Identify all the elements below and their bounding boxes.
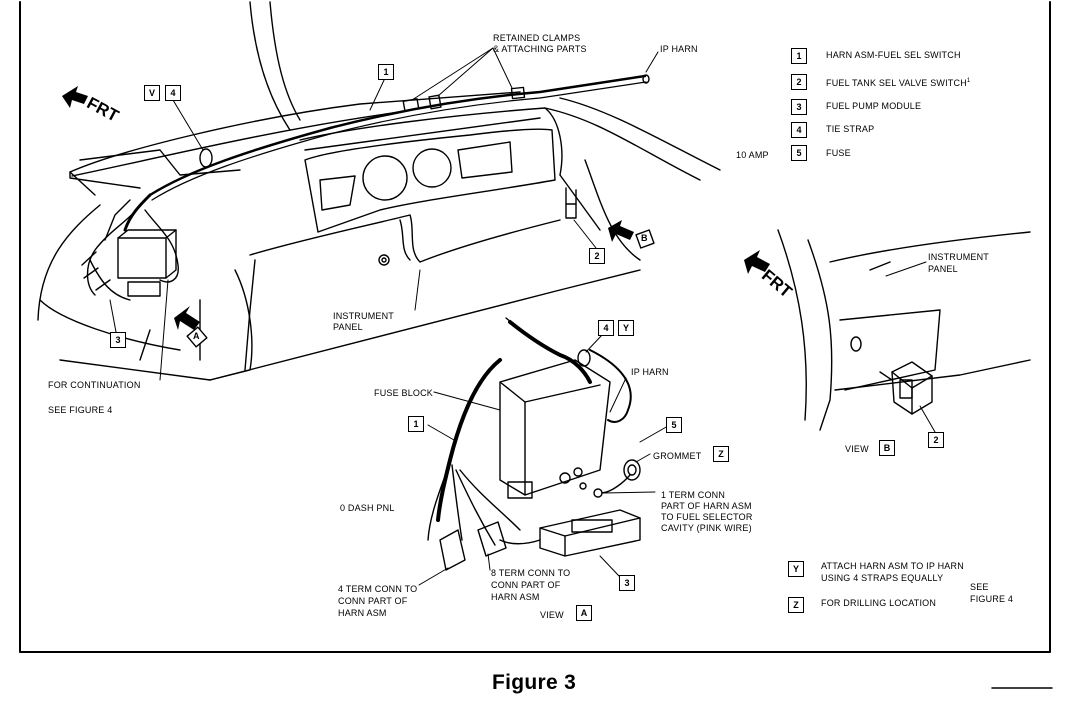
eight-term-conn-label-3: HARN ASM <box>491 592 540 602</box>
dash-pnl-label: 0 DASH PNL <box>340 503 395 513</box>
ip-harness <box>148 74 650 201</box>
one-term-conn-label-2: PART OF HARN ASM <box>661 501 752 511</box>
view-a-callout-z: Z <box>713 446 729 462</box>
one-term-conn-label-1: 1 TERM CONN <box>661 490 726 500</box>
legend-key-5: 5 <box>791 145 807 161</box>
legend-text-3: FUEL PUMP MODULE <box>826 101 922 111</box>
view-a-arrow <box>174 306 200 330</box>
view-a-key: A <box>576 605 592 621</box>
main-callout-2: 2 <box>589 248 605 264</box>
view-a-leaders <box>418 334 669 586</box>
view-b-instrument-panel-1: INSTRUMENT <box>928 252 989 262</box>
note-key-y: Y <box>788 561 804 577</box>
instrument-panel-label-main-2: PANEL <box>333 322 363 332</box>
grommet-label: GROMMET <box>653 451 702 461</box>
four-term-conn-label-3: HARN ASM <box>338 608 387 618</box>
one-term-conn-label-4: CAVITY (PINK WIRE) <box>661 523 752 533</box>
view-a-arrow-label: A <box>193 331 200 341</box>
see-figure-4-note-2: FIGURE 4 <box>970 594 1014 604</box>
dash-switch <box>565 187 577 219</box>
legend-text-2-sup: 1 <box>966 78 971 84</box>
main-callout-1: 1 <box>378 64 394 80</box>
view-a-title: VIEW <box>540 610 564 620</box>
legend-key-2: 2 <box>791 74 807 90</box>
main-callout-v: V <box>144 85 160 101</box>
main-leaders <box>109 47 659 381</box>
four-term-conn-label-2: CONN PART OF <box>338 596 408 606</box>
legend-key-1: 1 <box>791 48 807 64</box>
view-a-ip-harn-label: IP HARN <box>631 367 669 377</box>
view-a-callout-3: 3 <box>619 575 635 591</box>
note-key-z: Z <box>788 597 804 613</box>
view-b-title: VIEW <box>845 444 869 454</box>
legend-text-5: FUSE <box>826 148 851 158</box>
eight-term-conn-label-1: 8 TERM CONN TO <box>491 568 571 578</box>
eight-term-conn-label-2: CONN PART OF <box>491 580 561 590</box>
note-z-line-1: FOR DRILLING LOCATION <box>821 598 937 608</box>
ip-harn-label-main: IP HARN <box>660 44 698 54</box>
view-a-callout-4: 4 <box>598 320 614 336</box>
legend-key-4: 4 <box>791 122 807 138</box>
retained-clamps-label: RETAINED CLAMPS <box>493 33 581 43</box>
frame-border <box>19 1 1051 653</box>
fuse-block-label: FUSE BLOCK <box>374 388 434 398</box>
view-a-callout-y: Y <box>618 320 634 336</box>
left-harness-module <box>81 193 179 301</box>
view-a-art <box>427 317 641 571</box>
legend-text-1: HARN ASM-FUEL SEL SWITCH <box>826 50 961 60</box>
view-b-key: B <box>879 440 895 456</box>
dash-outline <box>37 1 721 381</box>
legend-text-4: TIE STRAP <box>826 124 875 134</box>
main-callout-4: 4 <box>165 85 181 101</box>
legend-prefix-5: 10 AMP <box>736 150 769 160</box>
view-a-callout-1: 1 <box>408 416 424 432</box>
instrument-panel-label-main: INSTRUMENT <box>333 311 394 321</box>
see-figure-4-main: SEE FIGURE 4 <box>48 405 113 415</box>
view-b-instrument-panel-2: PANEL <box>928 264 958 274</box>
view-b-arrow-label: B <box>641 233 648 243</box>
view-b-arrow <box>608 220 634 242</box>
for-continuation-label: FOR CONTINUATION <box>48 380 141 390</box>
note-y-line-2: USING 4 STRAPS EQUALLY <box>821 573 944 583</box>
main-callout-3: 3 <box>110 332 126 348</box>
four-term-conn-label-1: 4 TERM CONN TO <box>338 584 418 594</box>
legend-text-2: FUEL TANK SEL VALVE SWITCH1 <box>826 78 971 88</box>
retained-clamps-label-2: & ATTACHING PARTS <box>493 44 587 54</box>
view-b-art <box>744 229 1031 431</box>
view-b-callout-2: 2 <box>928 432 944 448</box>
figure-title: Figure 3 <box>492 671 577 694</box>
legend-key-3: 3 <box>791 99 807 115</box>
frt-arrow-main <box>62 86 88 108</box>
see-figure-4-note-1: SEE <box>970 582 989 592</box>
one-term-conn-label-3: TO FUEL SELECTOR <box>661 512 753 522</box>
view-b-leaders <box>885 261 936 433</box>
note-y-line-1: ATTACH HARN ASM TO IP HARN <box>821 561 964 571</box>
view-a-callout-5: 5 <box>666 417 682 433</box>
